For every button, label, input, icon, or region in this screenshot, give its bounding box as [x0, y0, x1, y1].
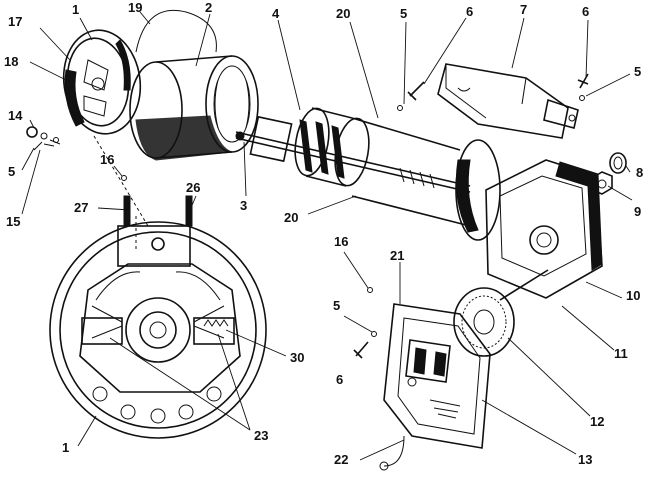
callout-8: 8	[636, 165, 643, 180]
brush-end-cover	[62, 29, 142, 135]
callout-labels: 1 1 2 3 4 5 5 5 5 6 6 6 7 8 9 10 11 12 1…	[4, 0, 643, 467]
terminal-cover	[437, 63, 579, 139]
callout-19: 19	[128, 0, 142, 15]
callout-10: 10	[626, 288, 640, 303]
callout-14: 14	[8, 108, 23, 123]
washer-5-top	[397, 105, 403, 111]
callout-6-bottom: 6	[336, 372, 343, 387]
callout-20-bottom: 20	[284, 210, 298, 225]
output-shaft	[499, 269, 549, 301]
callout-11: 11	[614, 346, 628, 361]
callout-6-top-center: 6	[466, 4, 473, 19]
ball-16-right	[367, 287, 373, 293]
callout-5-bottom: 5	[333, 298, 340, 313]
callout-17: 17	[8, 14, 22, 29]
small-hardware-left	[26, 126, 61, 151]
callout-9: 9	[634, 204, 641, 219]
field-yoke	[129, 55, 259, 161]
lead-wire-22	[383, 435, 405, 467]
callout-26: 26	[186, 180, 200, 195]
callout-4: 4	[272, 6, 280, 21]
leader-lines	[21, 11, 633, 461]
callout-15: 15	[6, 214, 20, 229]
callout-7: 7	[520, 2, 527, 17]
callout-20-top: 20	[336, 6, 350, 21]
callout-1-bottom: 1	[62, 440, 69, 455]
callout-16-right: 16	[334, 234, 348, 249]
gearbox-cover	[383, 303, 491, 449]
callout-18: 18	[4, 54, 18, 69]
screw-top-center	[407, 81, 425, 101]
guide-line	[93, 135, 149, 227]
callout-5-left: 5	[8, 164, 15, 179]
washer-5-right	[579, 95, 585, 101]
callout-5-top: 5	[400, 6, 407, 21]
ball-16-left	[121, 175, 127, 181]
callout-23: 23	[254, 428, 268, 443]
callout-6-top-right: 6	[582, 4, 589, 19]
lead-wire	[135, 9, 217, 53]
callout-16-left: 16	[100, 152, 114, 167]
callout-13: 13	[578, 452, 592, 467]
screw-top-right	[577, 73, 589, 89]
callout-12: 12	[590, 414, 604, 429]
callout-22: 22	[334, 452, 348, 467]
callout-2: 2	[205, 0, 212, 15]
callout-1-top: 1	[72, 2, 79, 17]
washer-8	[609, 152, 627, 174]
brush-plate-end-view	[49, 195, 267, 439]
lead-eyelet	[379, 461, 389, 471]
callout-3: 3	[240, 198, 247, 213]
screw-bottom	[353, 341, 369, 359]
through-bolt-upper	[351, 117, 461, 151]
drive-end-housing	[455, 139, 603, 299]
washer-5-bottom	[371, 331, 377, 337]
callout-27: 27	[74, 200, 88, 215]
callout-21: 21	[390, 248, 404, 263]
reduction-gear	[453, 287, 515, 357]
armature	[235, 107, 471, 193]
through-bolt-lower	[351, 195, 471, 227]
callout-5-right: 5	[634, 64, 641, 79]
callout-30: 30	[290, 350, 304, 365]
